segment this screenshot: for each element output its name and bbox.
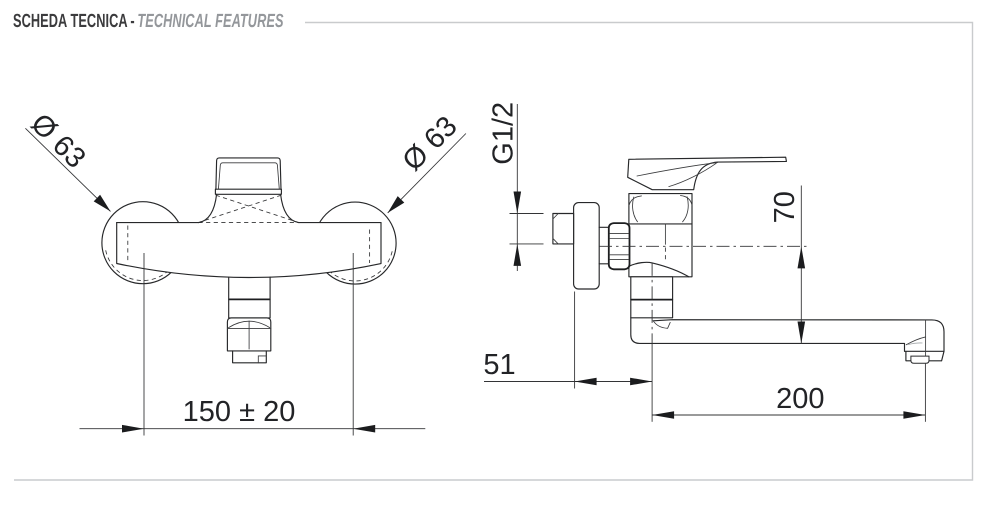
dim-g12-ticks bbox=[509, 213, 544, 245]
body-corner-arcs bbox=[628, 195, 693, 206]
body-block bbox=[628, 193, 693, 278]
neck-flares bbox=[197, 193, 300, 224]
flange-hidden-edges bbox=[127, 225, 371, 263]
thread-stub bbox=[552, 212, 575, 245]
dim-51-label: 51 bbox=[483, 349, 515, 381]
hex-nut-facets bbox=[608, 233, 630, 261]
aerator-notch bbox=[257, 355, 267, 364]
dim-70-label: 70 bbox=[769, 191, 801, 223]
page-title: SCHEDA TECNICA-TECHNICAL FEATURES bbox=[13, 11, 284, 33]
body-contours bbox=[632, 196, 689, 223]
handle-base-ring bbox=[214, 188, 282, 195]
dia-right-label: Ø 63 bbox=[397, 110, 464, 177]
front-view bbox=[101, 157, 397, 364]
dim-g12-arrow-bottom bbox=[513, 243, 522, 266]
dia-right-label-group: Ø 63 bbox=[397, 110, 464, 177]
lever-handle bbox=[627, 156, 787, 191]
title-separator: - bbox=[130, 11, 135, 32]
dim-200-label: 200 bbox=[776, 383, 824, 415]
spout-lower-edge bbox=[630, 317, 906, 352]
outlet-collar-sides bbox=[228, 276, 271, 300]
dia-left-label: Ø 63 bbox=[24, 108, 91, 175]
dim-200-arrow-right bbox=[903, 411, 926, 419]
neck-hidden-cross bbox=[200, 194, 297, 223]
spout-tip-highlight bbox=[907, 342, 923, 346]
spout-upper-edge bbox=[652, 319, 945, 362]
connector-lines bbox=[598, 226, 610, 265]
hex-nut bbox=[607, 222, 631, 271]
swivel-collar bbox=[652, 320, 671, 329]
title-english: TECHNICAL FEATURES bbox=[137, 11, 284, 32]
dim-51-arrow-left bbox=[574, 377, 597, 386]
dim-200-arrow-left bbox=[652, 411, 675, 419]
thread-stub-chamfers bbox=[552, 213, 559, 245]
dim-g12-arrow-top bbox=[513, 191, 522, 214]
leader-left-arrow bbox=[93, 194, 111, 212]
dim-150-label: 150 ± 20 bbox=[183, 396, 296, 428]
dia-left-label-group: Ø 63 bbox=[24, 108, 91, 175]
dim-51-arrow-right bbox=[630, 377, 653, 386]
aerator-tip bbox=[232, 350, 267, 364]
side-view-dimensions: G1/2 51 70 200 bbox=[483, 102, 926, 422]
outlet-ring bbox=[228, 298, 271, 319]
dim-70-arrow-top bbox=[797, 246, 806, 269]
handle-cap-inner bbox=[217, 162, 280, 190]
handle-cap-outer bbox=[215, 157, 282, 190]
dim-150-arrow-right bbox=[353, 424, 376, 433]
dim-150-arrow-left bbox=[122, 424, 144, 433]
dim-70-label-group: 70 bbox=[769, 191, 801, 223]
dim-g12-label: G1/2 bbox=[488, 102, 520, 165]
lever-contours bbox=[636, 162, 718, 188]
body-outline bbox=[116, 222, 382, 279]
body-mask bbox=[116, 222, 381, 278]
leader-left-line bbox=[25, 127, 111, 212]
leader-right-arrow bbox=[387, 196, 405, 213]
dim-g12-label-group: G1/2 bbox=[488, 102, 520, 165]
dim-70-arrow-bottom bbox=[797, 321, 806, 344]
aerator-housing bbox=[226, 317, 272, 352]
page-frame bbox=[14, 21, 974, 481]
center-extension-lines bbox=[143, 253, 354, 436]
side-view bbox=[552, 156, 945, 422]
aerator-ring-side bbox=[910, 355, 930, 364]
title-italian: SCHEDA TECNICA bbox=[13, 11, 128, 32]
wall-plate bbox=[573, 202, 600, 290]
spout-tip-contour bbox=[905, 336, 927, 346]
